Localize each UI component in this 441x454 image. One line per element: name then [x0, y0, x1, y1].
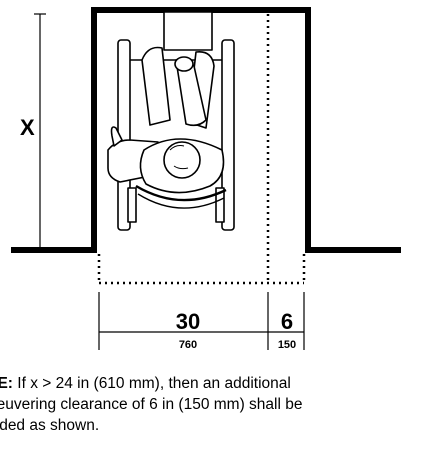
alcove-walls: [11, 7, 401, 253]
wheelchair-right-wheel: [221, 39, 235, 231]
note-line-1: TE: If x > 24 in (610 mm), then an addit…: [0, 373, 441, 394]
depth-dimension: [34, 13, 46, 251]
note-line-2: neuvering clearance of 6 in (150 mm) sha…: [0, 396, 303, 413]
note-label: TE:: [0, 375, 13, 392]
depth-label: X: [20, 115, 35, 140]
footrest: [163, 11, 213, 51]
width-label: 30: [176, 309, 200, 334]
width-label-metric: 760: [179, 339, 197, 351]
extra-clearance-label: 6: [281, 309, 293, 334]
alcove-clearance-diagram: X 30 760 6 150: [11, 7, 401, 351]
width-dimension: [98, 292, 305, 350]
clearance-dotted-outline: [97, 14, 306, 285]
note-line-3: vided as shown.: [0, 417, 100, 434]
extra-clearance-label-metric: 150: [278, 339, 296, 351]
wheelchair-user-illustration: [107, 11, 235, 231]
note-text: TE: If x > 24 in (610 mm), then an addit…: [0, 373, 441, 436]
head: [163, 141, 201, 179]
